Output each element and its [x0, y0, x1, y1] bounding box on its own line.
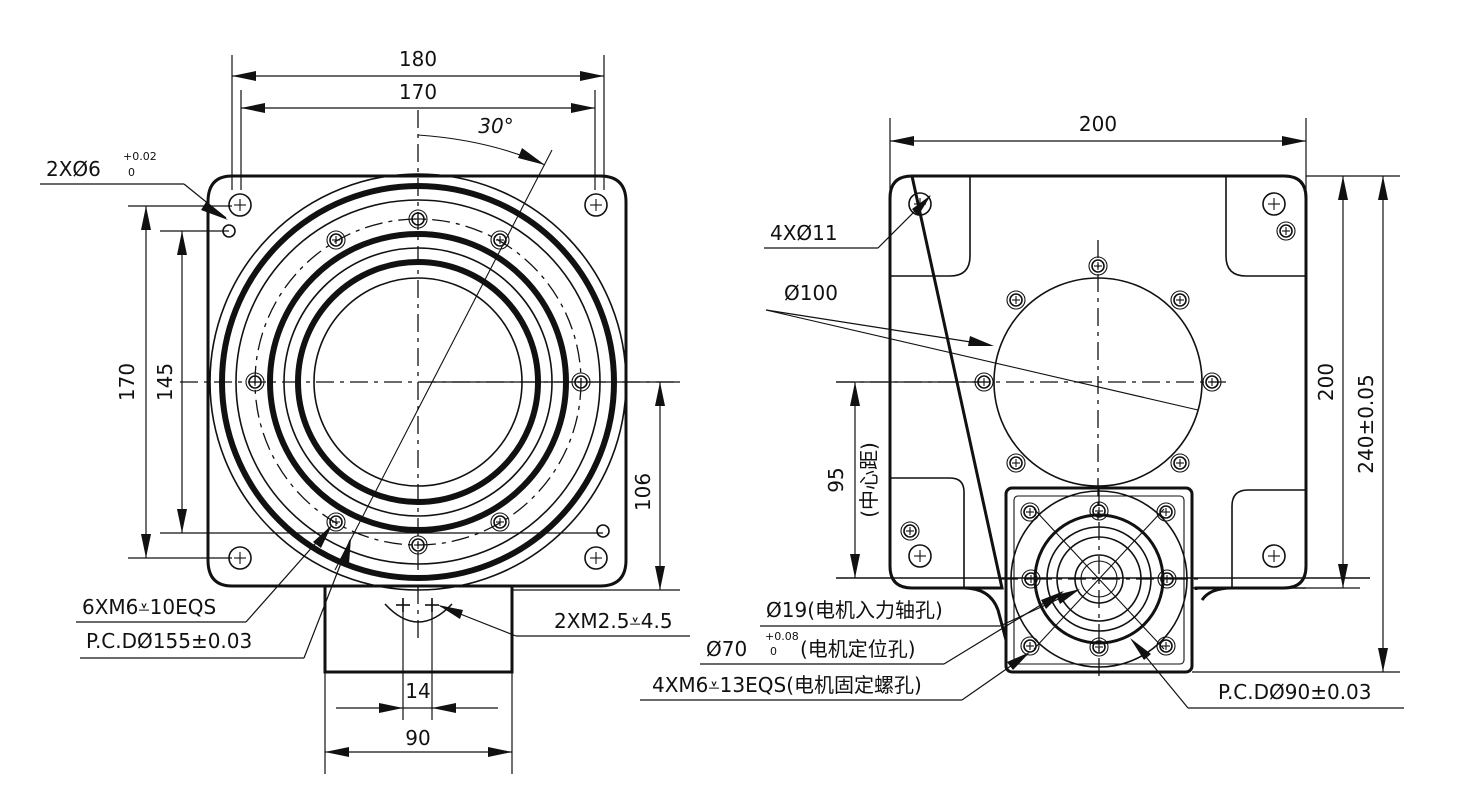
left-view: 180 170 30° 2XØ6 +0.02 0 170 145 — [40, 47, 690, 774]
motor-pos-label: (电机定位孔) — [800, 637, 916, 661]
tol-6-lower: 0 — [128, 166, 135, 179]
dim-106-label: 106 — [631, 473, 655, 511]
hole-4x11-label: 4XØ11 — [770, 221, 838, 245]
dim-170-side-label: 170 — [115, 363, 139, 401]
motor-pos-hole-label: Ø70 — [706, 637, 747, 661]
left-bottom-tab — [323, 586, 514, 674]
dim-170-top-label: 170 — [399, 80, 437, 104]
tol-70-lower: 0 — [770, 645, 777, 658]
center-dist-label: (中心距) — [857, 442, 881, 518]
dim-95-label: 95 — [824, 467, 848, 492]
thread-6xm6-label: 6XM6⩡10EQS — [82, 595, 216, 619]
thread-2xm25-label: 2XM2.5⩡4.5 — [554, 609, 673, 633]
pcd-90-label: P.C.DØ90±0.03 — [1218, 680, 1372, 704]
dim-145-label: 145 — [153, 363, 177, 401]
dia-100-label: Ø100 — [784, 281, 838, 305]
dim-180-label: 180 — [399, 47, 437, 71]
tol-6-upper: +0.02 — [123, 150, 157, 163]
left-body-outline — [206, 174, 628, 588]
motor-shaft-hole-label: Ø19(电机入力轴孔) — [766, 598, 943, 622]
dim-90-label: 90 — [405, 726, 430, 750]
motor-fix-thread-label: 4XM6⩡13EQS(电机固定螺孔) — [652, 673, 922, 697]
hole-2x6-label: 2XØ6 — [46, 157, 101, 181]
tol-70-upper: +0.08 — [765, 630, 799, 643]
dim-240-label: 240±0.05 — [1354, 374, 1378, 473]
dim-14-label: 14 — [405, 679, 430, 703]
pcd-155-label: P.C.DØ155±0.03 — [86, 629, 252, 653]
dim-200-side-label: 200 — [1314, 363, 1338, 401]
dim-200-top-label: 200 — [1079, 112, 1117, 136]
right-view: 200 4XØ11 Ø100 95 (中心距) 200 240±0.05 Ø19… — [640, 112, 1404, 709]
angle-30-label: 30° — [478, 114, 513, 138]
